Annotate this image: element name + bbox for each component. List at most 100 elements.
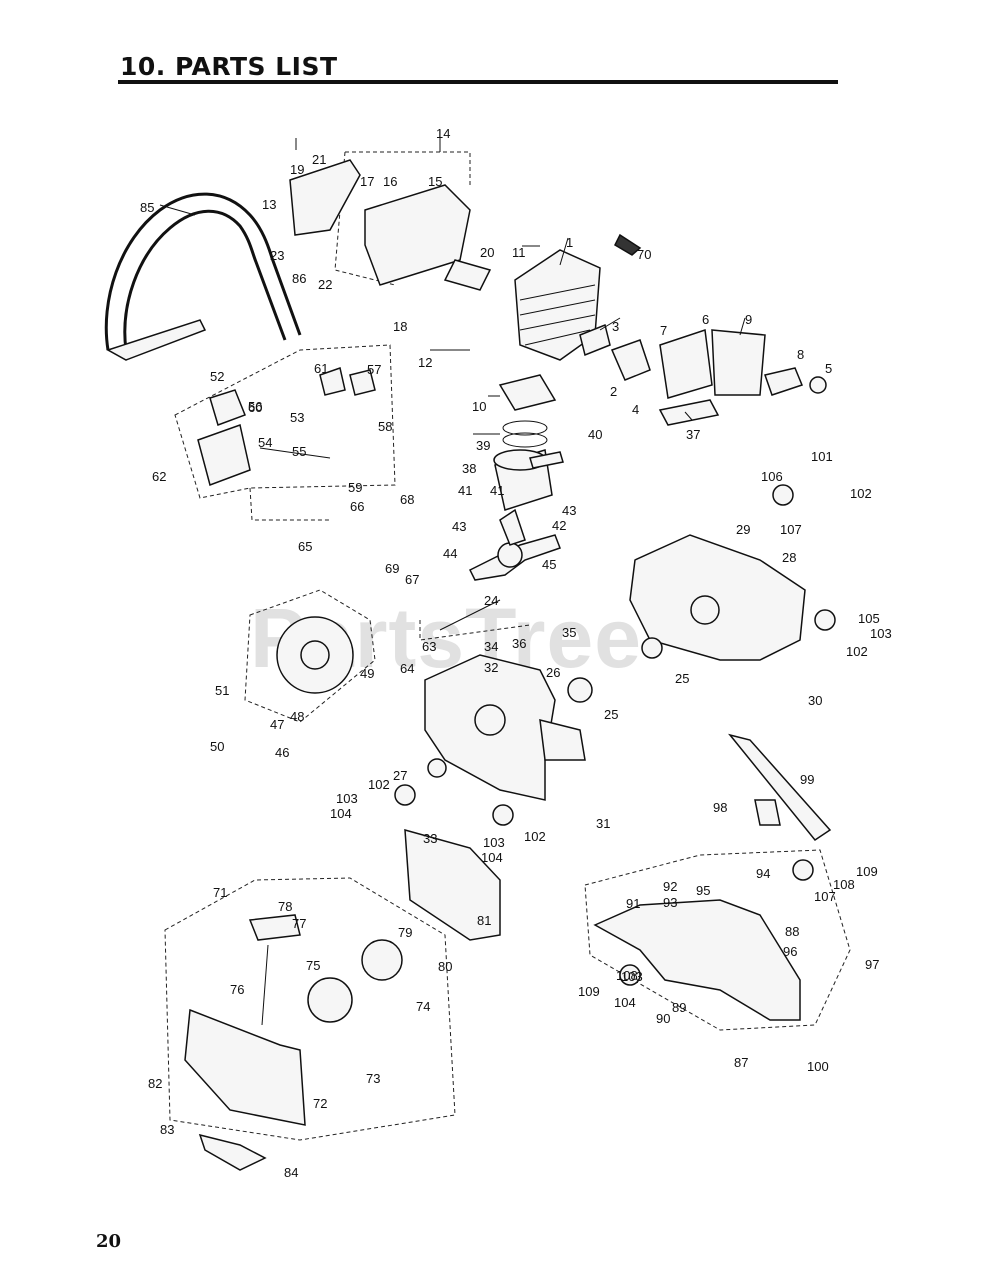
callout-81: 81 — [477, 913, 492, 928]
callout-41: 41 — [458, 483, 473, 498]
callout-109: 109 — [856, 864, 878, 879]
callout-26: 26 — [546, 665, 561, 680]
callout-11: 11 — [512, 245, 526, 260]
callout-77: 77 — [292, 916, 307, 931]
callout-58: 58 — [378, 419, 393, 434]
callout-13: 13 — [262, 197, 277, 212]
carburetor-adapter — [659, 328, 713, 399]
callout-56: 56 — [248, 399, 263, 414]
callout-99: 99 — [800, 772, 815, 787]
callout-4: 4 — [632, 402, 640, 417]
callout-2: 2 — [610, 384, 618, 399]
callout-54: 54 — [258, 435, 273, 450]
callout-25: 25 — [675, 671, 690, 686]
callout-62: 62 — [152, 469, 167, 484]
callout-104: 104 — [330, 806, 352, 821]
callout-60: 60 — [248, 400, 263, 415]
callout-17: 17 — [360, 174, 375, 189]
flywheel — [276, 616, 354, 694]
callout-52: 52 — [210, 369, 225, 384]
callout-78: 78 — [278, 899, 293, 914]
callout-79: 79 — [398, 925, 413, 940]
callout-61: 61 — [314, 361, 329, 376]
callout-23: 23 — [270, 248, 285, 263]
callout-72: 72 — [313, 1096, 328, 1111]
page-title: 10. PARTS LIST — [120, 52, 338, 81]
callout-98: 98 — [713, 800, 728, 815]
callout-1: 1 — [566, 235, 574, 250]
callout-50: 50 — [210, 739, 225, 754]
callout-47: 47 — [270, 717, 285, 732]
callout-86: 86 — [292, 271, 307, 286]
title-rule — [118, 80, 838, 84]
callout-76: 76 — [230, 982, 245, 997]
callout-102: 102 — [846, 644, 868, 659]
callout-73: 73 — [366, 1071, 381, 1086]
callout-103: 103 — [870, 626, 892, 641]
callout-66: 66 — [350, 499, 365, 514]
rear-handle — [593, 899, 801, 1021]
leader-lines — [159, 130, 746, 631]
callout-39: 39 — [476, 438, 491, 453]
callout-103: 103 — [621, 969, 643, 984]
callout-92: 92 — [663, 879, 678, 894]
callout-9: 9 — [745, 312, 753, 327]
callout-40: 40 — [588, 427, 603, 442]
callout-31: 31 — [596, 816, 611, 831]
callout-105: 105 — [858, 611, 880, 626]
callout-24: 24 — [484, 593, 499, 608]
callout-57: 57 — [367, 362, 382, 377]
callout-97: 97 — [865, 957, 880, 972]
callout-63: 63 — [422, 639, 437, 654]
callout-37: 37 — [686, 427, 701, 442]
callout-12: 12 — [418, 355, 433, 370]
callout-101: 101 — [811, 449, 833, 464]
page-number: 20 — [96, 1231, 122, 1252]
callout-43: 43 — [562, 503, 577, 518]
callout-67: 67 — [405, 572, 420, 587]
callout-36: 36 — [512, 636, 527, 651]
callout-10: 10 — [472, 399, 487, 414]
callout-95: 95 — [696, 883, 711, 898]
callout-7: 7 — [660, 323, 668, 338]
callout-103: 103 — [483, 835, 505, 850]
callout-80: 80 — [438, 959, 453, 974]
callout-107: 107 — [780, 522, 802, 537]
front-handle-bar — [104, 192, 302, 351]
callout-64: 64 — [400, 661, 415, 676]
callout-55: 55 — [292, 444, 307, 459]
callout-29: 29 — [736, 522, 751, 537]
callout-88: 88 — [785, 924, 800, 939]
muffler — [364, 184, 471, 286]
callout-71: 71 — [213, 885, 228, 900]
callout-30: 30 — [808, 693, 823, 708]
callout-104: 104 — [614, 995, 636, 1010]
callout-94: 94 — [756, 866, 771, 881]
callout-32: 32 — [484, 660, 499, 675]
callout-49: 49 — [360, 666, 375, 681]
callout-106: 106 — [761, 469, 783, 484]
callout-3: 3 — [612, 319, 620, 334]
callout-41: 41 — [490, 483, 505, 498]
callout-14: 14 — [436, 126, 451, 141]
callout-102: 102 — [368, 777, 390, 792]
callout-108: 108 — [833, 877, 855, 892]
callout-104: 104 — [481, 850, 503, 865]
callout-28: 28 — [782, 550, 797, 565]
callout-70: 70 — [637, 247, 652, 262]
callout-59: 59 — [348, 480, 363, 495]
callout-19: 19 — [290, 162, 305, 177]
callout-44: 44 — [443, 546, 458, 561]
callout-100: 100 — [807, 1059, 829, 1074]
muffler-cover-plate — [289, 159, 361, 236]
callout-68: 68 — [400, 492, 415, 507]
clutch-cover — [404, 828, 501, 941]
callout-90: 90 — [656, 1011, 671, 1026]
callout-21: 21 — [312, 152, 327, 167]
callout-6: 6 — [702, 312, 710, 327]
callout-18: 18 — [393, 319, 408, 334]
callout-22: 22 — [318, 277, 333, 292]
callout-25: 25 — [604, 707, 619, 722]
callout-109: 109 — [578, 984, 600, 999]
